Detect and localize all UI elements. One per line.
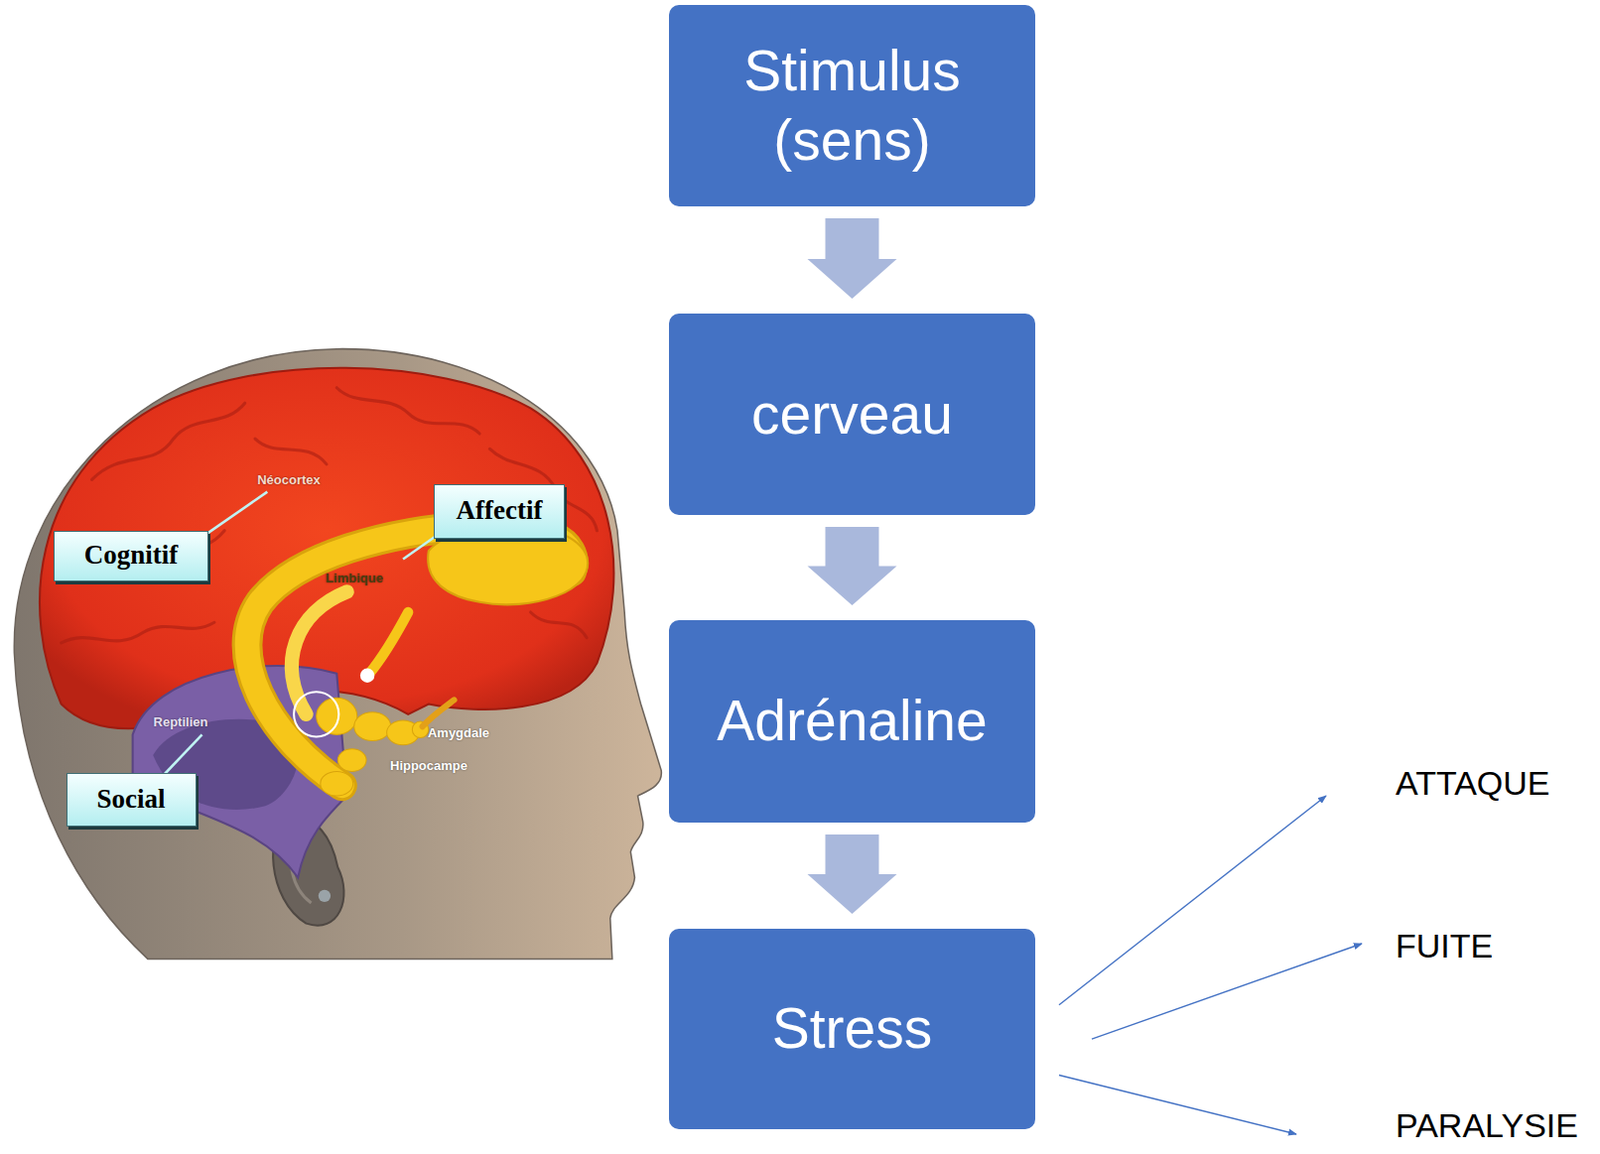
- process-box: cerveau: [668, 313, 1036, 516]
- brain-region-label: Limbique: [325, 570, 384, 586]
- box-text: Adrénaline: [716, 686, 988, 757]
- outcome-label: ATTAQUE: [1395, 764, 1551, 803]
- box-text: Stress: [772, 994, 934, 1065]
- outcome-label: PARALYSIE: [1395, 1106, 1579, 1146]
- callout-text: Social: [96, 784, 165, 815]
- callout-box: Cognitif: [53, 531, 209, 582]
- callout-box: Affectif: [433, 484, 565, 539]
- outcome-text: ATTAQUE: [1395, 764, 1551, 803]
- brain-region-label: Hippocampe: [390, 758, 468, 774]
- brain-region-label: Amygdale: [427, 725, 490, 741]
- limbic-system: [247, 525, 588, 797]
- process-box: Stress: [668, 929, 1036, 1130]
- outcome-text: PARALYSIE: [1395, 1106, 1579, 1146]
- process-box: Stimulus (sens): [668, 4, 1036, 207]
- branch-arrow: [1059, 1074, 1297, 1135]
- box-text: Stimulus (sens): [686, 36, 1018, 175]
- process-box: Adrénaline: [668, 620, 1036, 823]
- callout-box: Social: [66, 773, 197, 827]
- branch-arrow: [1091, 943, 1362, 1040]
- outcome-label: FUITE: [1395, 927, 1493, 966]
- brain-region-label: Néocortex: [257, 472, 321, 488]
- branch-arrow: [1059, 796, 1327, 1006]
- flow-arrow: [807, 218, 898, 299]
- head-silhouette: [13, 349, 662, 960]
- callout-text: Cognitif: [84, 539, 179, 571]
- callout-text: Affectif: [456, 495, 543, 527]
- outcome-text: FUITE: [1395, 927, 1493, 966]
- box-text: cerveau: [751, 380, 953, 450]
- flow-arrow: [807, 834, 898, 915]
- brain-region-label: Reptilien: [153, 714, 209, 730]
- flow-arrow: [807, 527, 898, 606]
